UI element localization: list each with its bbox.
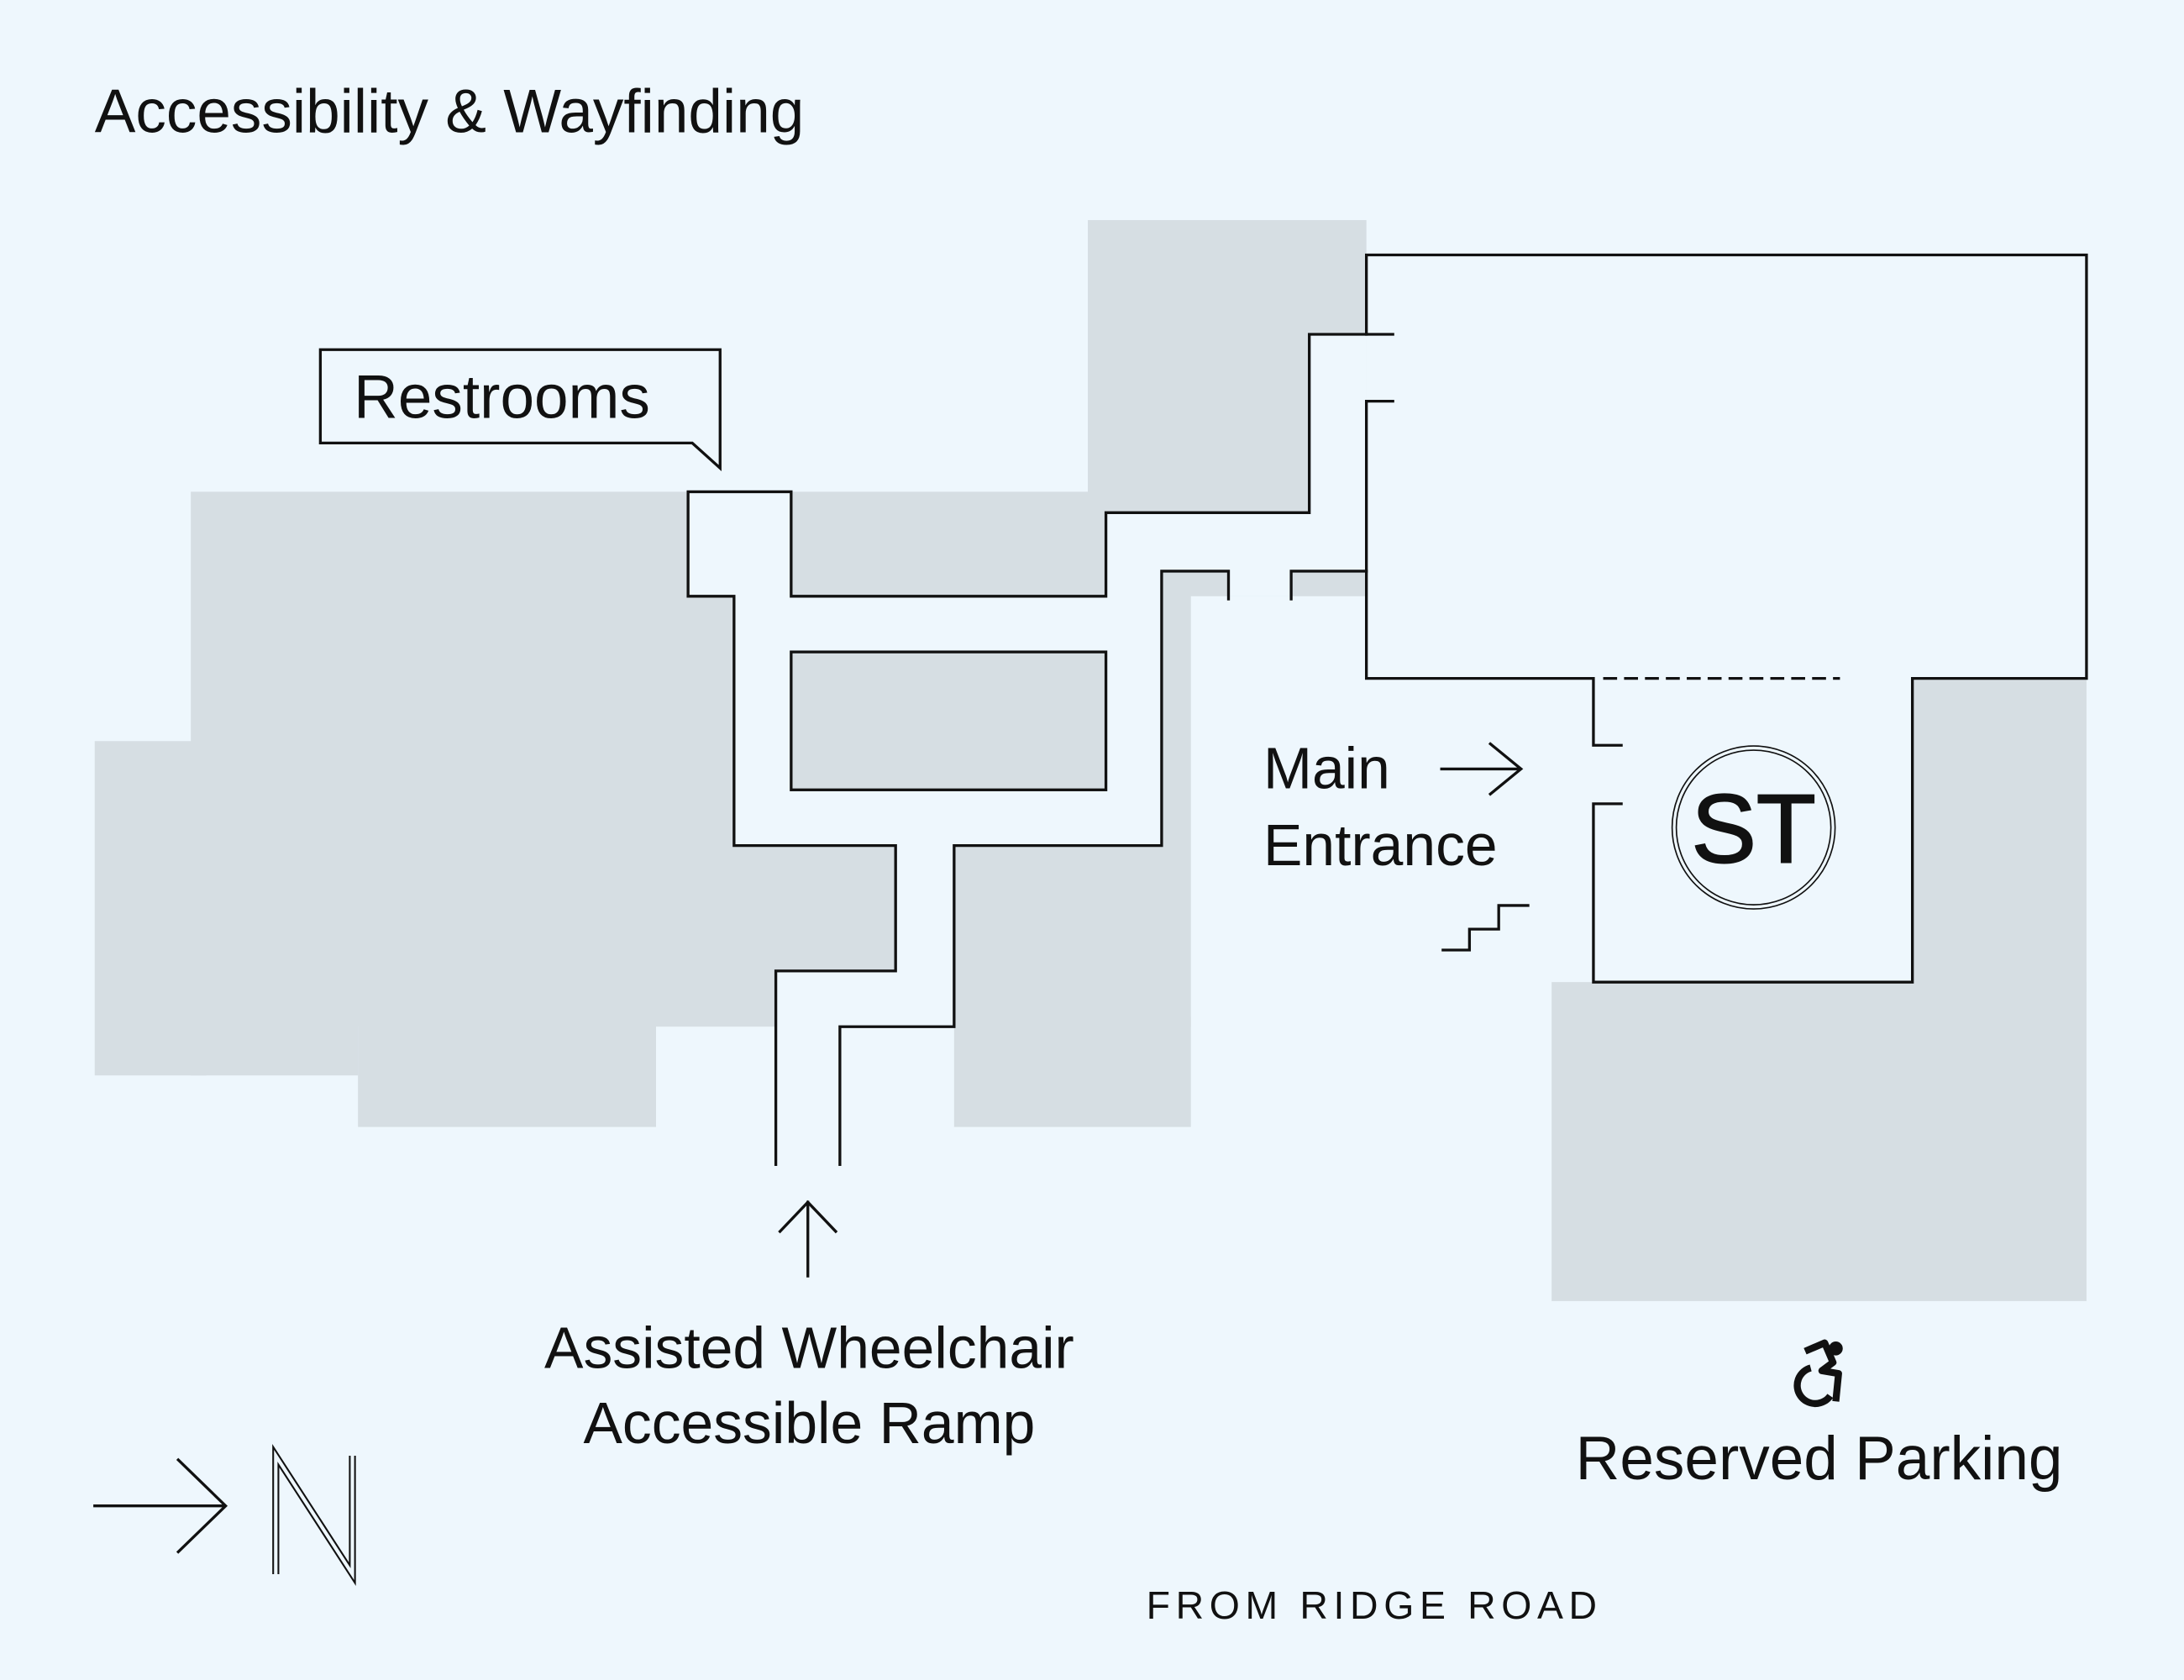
- wheelchair-icon: [1793, 1339, 1843, 1407]
- entrance-lobby: [1593, 678, 1913, 983]
- north-label: N: [0, 0, 2, 1]
- stairs-symbol-text: ST: [1691, 774, 1815, 884]
- stairs-symbol: ST: [1671, 745, 1836, 910]
- restrooms-callout: Restrooms: [318, 348, 722, 471]
- walls: [686, 253, 2088, 1167]
- ramp-label-1: Assisted Wheelchair: [544, 1315, 1074, 1381]
- main-entrance-label-1: Main: [1263, 736, 1390, 801]
- stairs-icon: [1441, 904, 1530, 952]
- arrow-right-icon: [1440, 742, 1524, 796]
- reserved-parking-label: Reserved Parking: [1576, 1425, 2063, 1493]
- restrooms-label: Restrooms: [354, 364, 650, 432]
- north-arrow-icon: N: [0, 0, 356, 1587]
- corridor-island: [790, 652, 1106, 790]
- page-title: Accessibility & Wayfinding: [95, 78, 805, 146]
- arrow-up-icon: [778, 1200, 838, 1278]
- ramp-label-2: Accessible Ramp: [583, 1390, 1035, 1456]
- main-entrance-label-2: Entrance: [1263, 812, 1498, 878]
- from-road-label: FROM RIDGE ROAD: [1147, 1583, 1603, 1627]
